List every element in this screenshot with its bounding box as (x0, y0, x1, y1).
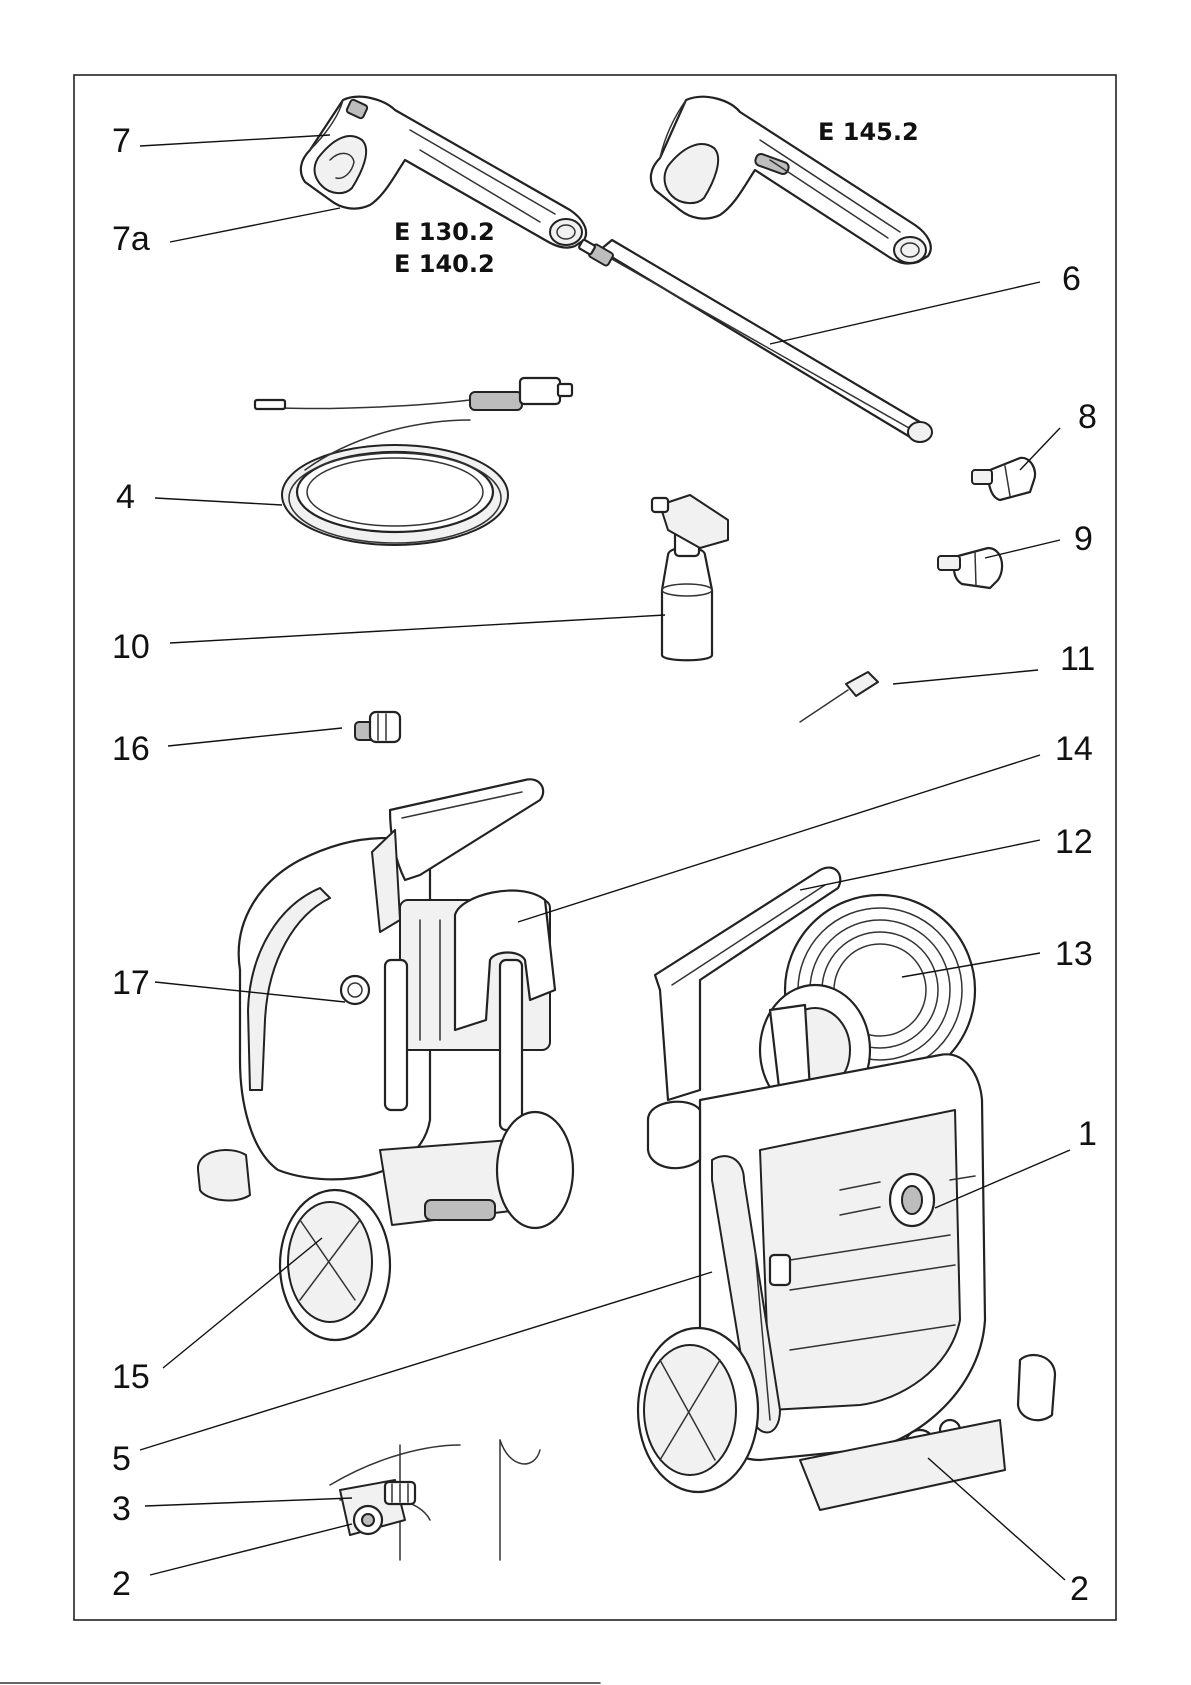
callout-10: 10 (112, 628, 150, 666)
detergent-bottle (652, 495, 728, 660)
callout-1: 1 (1078, 1115, 1097, 1153)
cleaning-needle (800, 672, 878, 722)
callout-16: 16 (112, 730, 150, 768)
callout-4: 4 (116, 478, 135, 516)
high-pressure-hose (255, 378, 572, 545)
callout-7: 7 (112, 122, 131, 160)
callout-12: 12 (1055, 823, 1093, 861)
callout-11: 11 (1060, 640, 1095, 678)
callout-8: 8 (1078, 398, 1097, 436)
callout-17: 17 (112, 964, 150, 1002)
callout-14: 14 (1055, 730, 1093, 768)
spray-lance (578, 239, 932, 442)
vario-nozzle (938, 548, 1002, 588)
pressure-washer-rear-view (198, 779, 573, 1340)
model-label-e145: E 145.2 (818, 118, 919, 146)
callout-2-left: 2 (112, 1565, 131, 1603)
callout-5: 5 (112, 1440, 131, 1478)
model-label-e130: E 130.2 (394, 218, 495, 246)
pressure-washer-front-view (638, 868, 1055, 1510)
callout-3: 3 (112, 1490, 131, 1528)
inlet-detail-inset (330, 1440, 540, 1560)
model-label-e140: E 140.2 (394, 250, 495, 278)
callout-7a: 7a (112, 220, 150, 258)
callout-15: 15 (112, 1358, 150, 1396)
callout-2-right: 2 (1070, 1570, 1089, 1608)
callout-6: 6 (1062, 260, 1081, 298)
callout-9: 9 (1074, 520, 1093, 558)
hose-coupling (355, 712, 400, 742)
callout-13: 13 (1055, 935, 1093, 973)
